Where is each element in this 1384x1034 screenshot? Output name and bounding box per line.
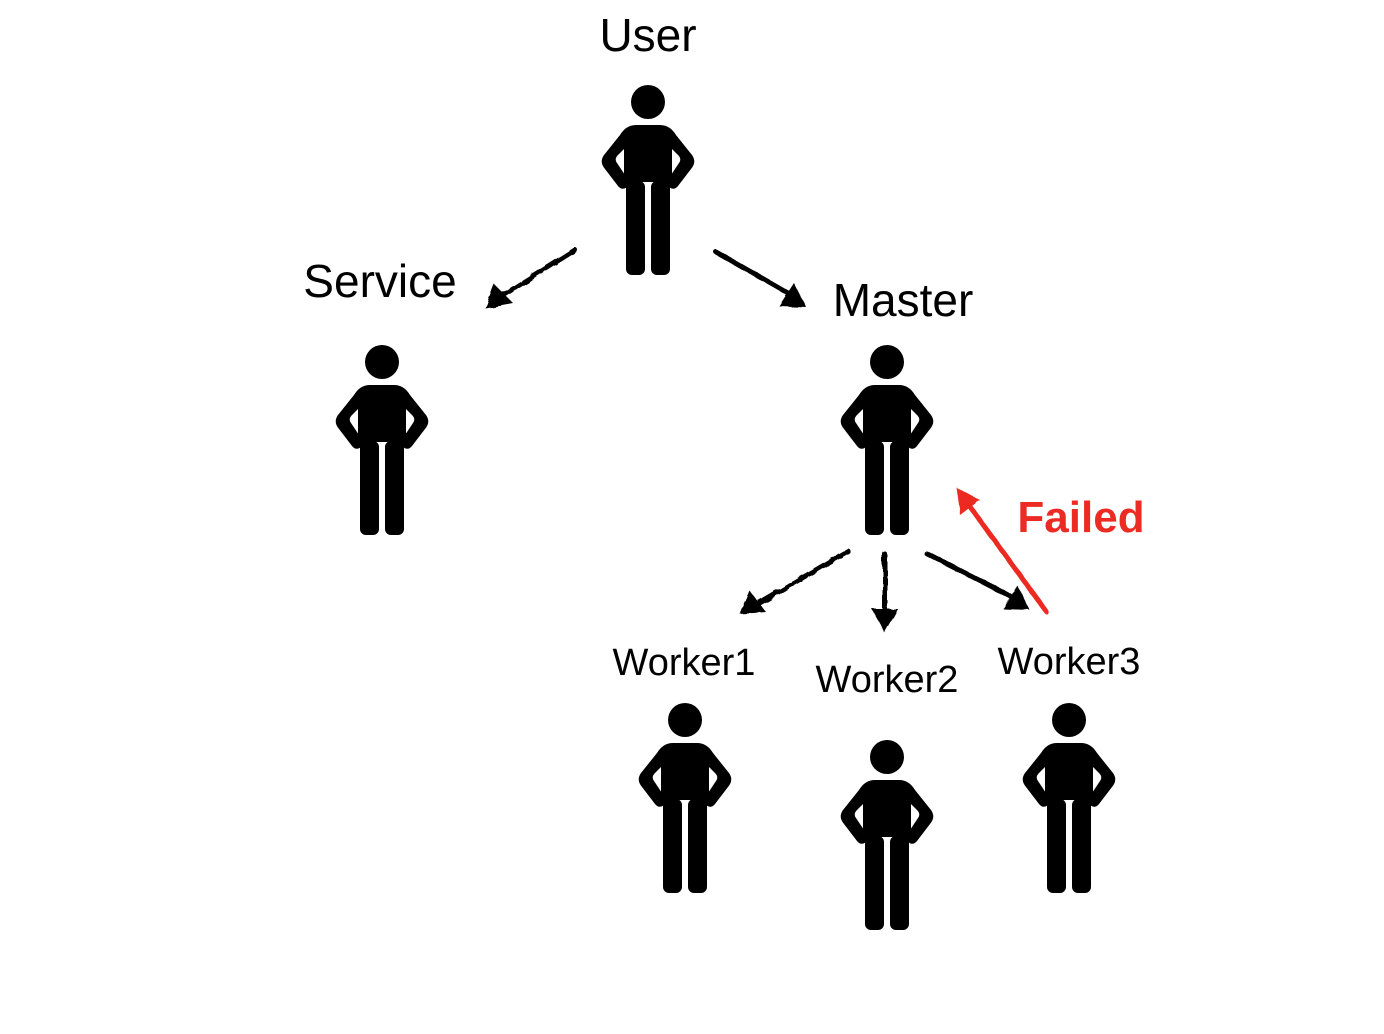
arrow-worker3-to-master-failed — [956, 487, 1049, 614]
master-person-icon — [840, 345, 934, 535]
worker2-label: Worker2 — [815, 659, 959, 701]
worker3-label: Worker3 — [997, 641, 1141, 683]
user-person-icon — [601, 85, 695, 275]
worker3-person-icon — [1022, 703, 1116, 893]
master-label: Master — [832, 274, 974, 326]
arrow-user-to-master — [713, 249, 806, 307]
arrow-user-to-service — [485, 247, 578, 308]
service-person-icon — [335, 345, 429, 535]
arrow-master-to-worker2 — [872, 551, 898, 633]
arrow-master-to-worker1 — [740, 548, 851, 614]
user-label: User — [599, 9, 697, 61]
worker1-label: Worker1 — [612, 642, 756, 684]
service-label: Service — [303, 255, 457, 307]
failed-label: Failed — [1017, 493, 1145, 542]
worker1-person-icon — [638, 703, 732, 893]
worker2-person-icon — [840, 740, 934, 930]
arrow-master-to-worker3 — [923, 550, 1030, 610]
